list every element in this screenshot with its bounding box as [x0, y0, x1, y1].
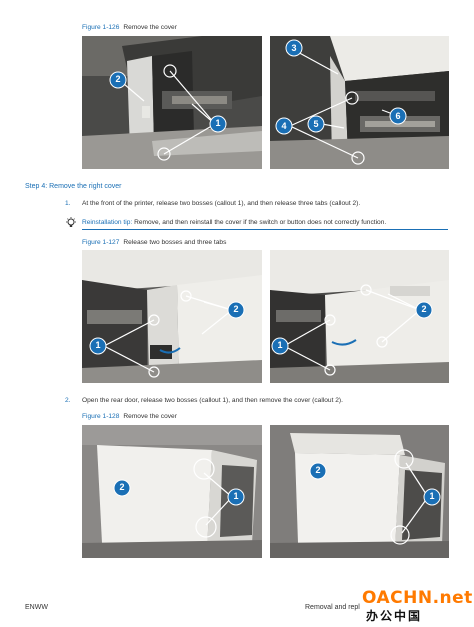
figure-label: Figure 1-128	[82, 413, 120, 420]
callout-2: 2	[119, 482, 125, 492]
lightbulb-icon	[65, 216, 77, 228]
tip-label: Reinstallation tip:	[82, 219, 133, 226]
callout-4: 4	[281, 121, 287, 131]
figure-title: Release two bosses and three tabs	[123, 239, 227, 246]
figure-128-right-callouts	[309, 449, 441, 545]
figure-128-left-callouts	[113, 458, 245, 538]
watermark-main: OACHN.net	[362, 588, 473, 608]
callout-3: 3	[291, 43, 297, 53]
figure-126-photo-left	[82, 36, 262, 169]
figure-127-left-callouts	[89, 290, 245, 378]
watermark: OACHN.net 办公中国	[360, 588, 473, 623]
step-number: 1.	[65, 200, 71, 207]
callout-1: 1	[215, 118, 221, 128]
figure-126-right-callouts	[275, 39, 407, 165]
callout-1: 1	[429, 491, 435, 501]
callout-2: 2	[115, 74, 121, 84]
instruction-2-number: 2.	[65, 397, 71, 404]
figure-title: Remove the cover	[123, 413, 177, 420]
figure-title: Remove the cover	[123, 24, 177, 31]
step-4-heading: Step 4: Remove the right cover	[25, 183, 122, 190]
reinstallation-tip: Reinstallation tip: Remove, and then rei…	[82, 219, 386, 226]
callout-2: 2	[233, 304, 239, 314]
callout-6: 6	[395, 111, 401, 121]
instruction-2-text: Open the rear door, release two bosses (…	[82, 397, 343, 404]
footer-left: ENWW	[25, 604, 48, 611]
figure-127-right-callouts	[271, 284, 433, 376]
instruction-1-number: 1.	[65, 200, 71, 207]
watermark-sub: 办公中国	[366, 609, 423, 623]
step-number: 2.	[65, 397, 71, 404]
figure-label: Figure 1-127	[82, 239, 120, 246]
callout-2: 2	[421, 304, 427, 314]
callout-1: 1	[95, 340, 101, 350]
callout-2: 2	[315, 465, 321, 475]
footer-section: Removal and repl	[305, 604, 360, 611]
tip-text: Remove, and then reinstall the cover if …	[134, 219, 387, 226]
tip-divider	[82, 229, 448, 230]
instruction-1-text: At the front of the printer, release two…	[82, 200, 361, 207]
figure-128-photo-right	[270, 425, 449, 558]
callout-1: 1	[233, 491, 239, 501]
figure-126-left-callouts	[109, 64, 227, 161]
callout-1: 1	[277, 340, 283, 350]
figure-label: Figure 1-126	[82, 24, 120, 31]
callout-5: 5	[313, 119, 319, 129]
